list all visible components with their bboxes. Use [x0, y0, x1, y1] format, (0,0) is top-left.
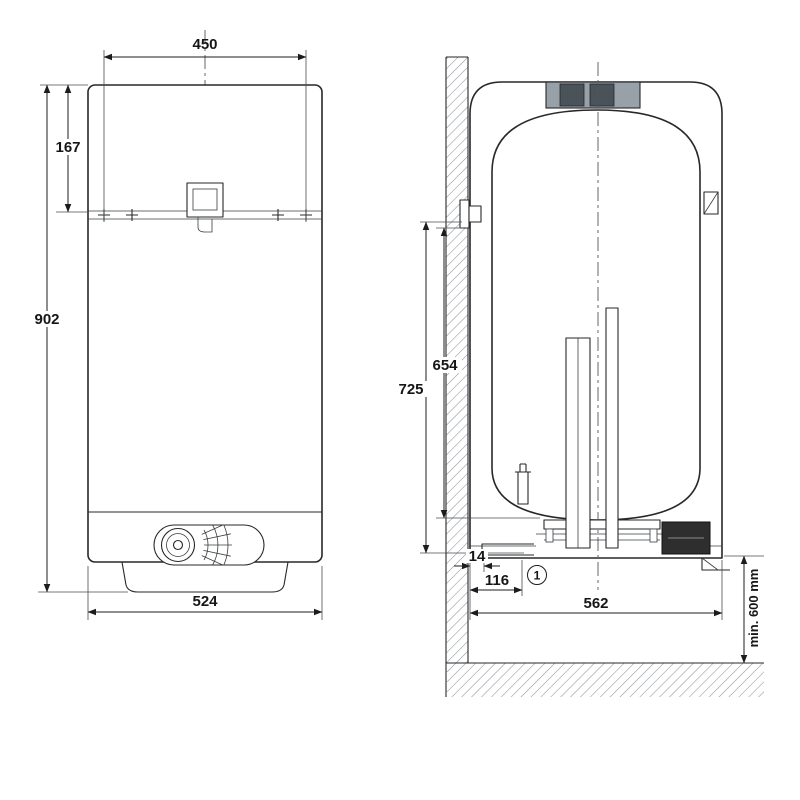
- front-view: [87, 30, 323, 593]
- dim-label-116: 116: [485, 572, 509, 589]
- flange-bolt-right: [649, 528, 658, 543]
- dim-label-725: 725: [398, 381, 423, 398]
- dim-label-902: 902: [34, 311, 59, 328]
- cable-hook: [197, 217, 213, 233]
- floor-hatch: [446, 663, 764, 697]
- relief-valve-top: [515, 463, 531, 473]
- dim-label-167: 167: [55, 139, 80, 156]
- dim-label-654: 654: [432, 357, 458, 374]
- support-bracket: [701, 558, 730, 571]
- front-dimensions: 450 167 902 524: [29, 36, 323, 620]
- top-cap-plug-left: [559, 83, 585, 107]
- dim-label-902-bg: [29, 311, 65, 327]
- front-extension-lines: [38, 50, 323, 620]
- thermostat-well: [605, 307, 619, 549]
- dim-label-14: 14: [469, 548, 486, 565]
- min-clearance-label: min. 600 mm: [746, 569, 761, 648]
- flange-bolt-left: [545, 528, 554, 543]
- dim-label-14-bg: [466, 549, 488, 563]
- dim-label-167-bg: [50, 139, 86, 155]
- bottom-skirt: [121, 561, 289, 593]
- cable-entry-box-inner: [192, 188, 218, 211]
- callout-1-label: 1: [534, 569, 541, 583]
- inner-tank: [491, 109, 701, 521]
- dim-label-524: 524: [192, 593, 218, 610]
- heater-body-outline: [87, 84, 323, 563]
- section-dimensions: 725 654 14 116 562 1 min. 600 mm: [394, 221, 764, 664]
- top-cap-plug-right: [589, 83, 615, 107]
- casing-insulation: [469, 81, 723, 559]
- dim-label-450: 450: [192, 36, 217, 53]
- relief-valve-body: [517, 471, 529, 505]
- wall-bracket-hook: [468, 205, 482, 223]
- callout-1-circle: [527, 565, 547, 585]
- vent-grille: [201, 525, 232, 565]
- flange-plate: [543, 519, 661, 530]
- wall-bracket-rail: [459, 199, 470, 229]
- dim-label-725-bg: [394, 381, 428, 397]
- flange-lines: [536, 533, 666, 541]
- support-bracket-brace: [701, 557, 719, 571]
- dim-label-654-bg: [428, 357, 462, 373]
- thermostat-knob-center: [172, 539, 184, 551]
- thermostat-knob-ring: [166, 533, 190, 557]
- rear-bracket-diagonal: [703, 191, 719, 215]
- drain-pipe-fill: [482, 544, 534, 555]
- dim-label-562: 562: [583, 595, 608, 612]
